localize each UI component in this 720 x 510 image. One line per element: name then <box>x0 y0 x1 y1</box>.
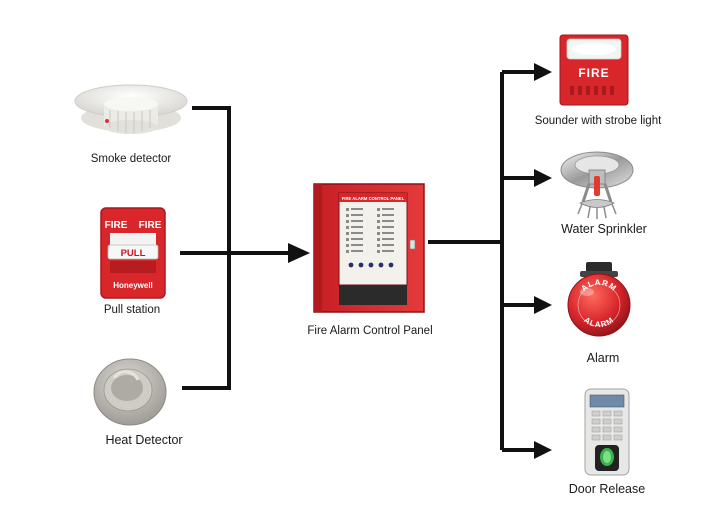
control-panel-label: Fire Alarm Control Panel <box>307 325 433 337</box>
smoke-detector-icon <box>74 84 188 134</box>
output-connectors <box>428 70 536 452</box>
door-release-label: Door Release <box>568 482 646 496</box>
panel-input-arrow <box>229 243 310 263</box>
pull-sign-fire-left: FIRE <box>105 220 128 231</box>
smoke-detector-label: Smoke detector <box>90 153 172 165</box>
bell-text-bottom: ALARM <box>582 315 614 329</box>
pull-station-icon: FIRE FIRE PULL Honeywell <box>100 207 166 299</box>
door-release-icon <box>584 388 630 476</box>
pull-handle-text: PULL <box>121 248 146 259</box>
sounder-sign-text: FIRE <box>578 66 609 80</box>
panel-display-header: FIRE ALARM CONTROL PANEL <box>342 196 405 201</box>
pull-station-label: Pull station <box>103 304 161 316</box>
pull-brand-text: Honeywell <box>113 281 153 290</box>
heat-detector-icon <box>93 358 167 426</box>
water-sprinkler-label: Water Sprinkler <box>561 222 647 236</box>
alarm-bell-icon: ALARM ALARM <box>567 262 631 337</box>
heat-detector-label: Heat Detector <box>105 433 183 447</box>
input-connectors <box>180 106 231 390</box>
arrow-alarm <box>534 296 552 314</box>
water-sprinkler-icon <box>560 151 634 219</box>
arrow-sprinkler <box>534 169 552 187</box>
fire-alarm-control-panel-icon: FIRE ALARM CONTROL PANEL <box>313 183 425 313</box>
pull-sign-fire-right: FIRE <box>139 220 162 231</box>
heat-detector-line <box>182 253 231 390</box>
sounder-strobe-icon: FIRE <box>559 34 629 106</box>
arrow-door-release <box>534 441 552 459</box>
alarm-label: Alarm <box>586 351 620 365</box>
sounder-label: Sounder with strobe light <box>534 115 662 127</box>
smoke-detector-line <box>192 106 231 253</box>
svg-text:ALARM: ALARM <box>582 315 615 329</box>
output-arrowheads <box>534 63 552 459</box>
arrow-sounder <box>534 63 552 81</box>
